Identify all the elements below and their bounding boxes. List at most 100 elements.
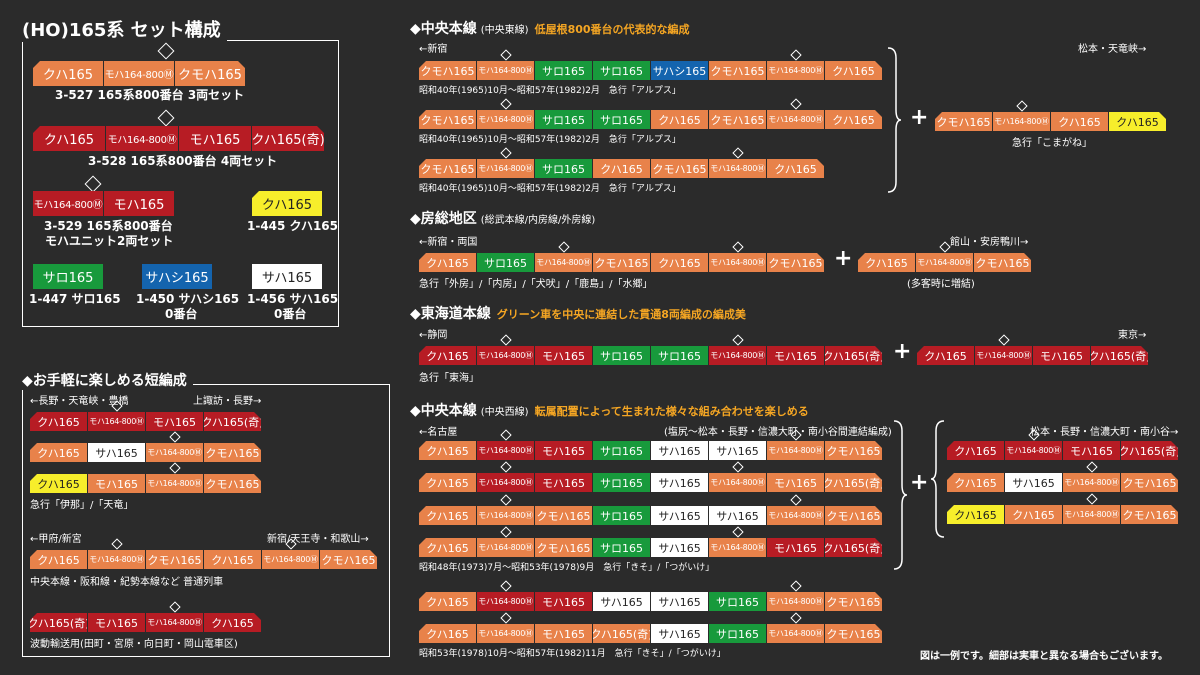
train-car: モハ165 [179, 126, 251, 151]
set-title: (HO)165系 セット構成 [22, 16, 227, 42]
power-car-marker-icon [1015, 100, 1028, 112]
set-1-445-caption: 1-445 クハ165 [247, 219, 339, 233]
train-car: クハ165 [419, 253, 476, 272]
train-car: クモハ165 [767, 253, 824, 272]
train-car: モハ164-800Ⓜ [709, 253, 766, 272]
tokaido-dir-left: ←静岡 [419, 330, 448, 341]
train-car: モハ165 [535, 346, 592, 365]
train-car: クモハ165 [825, 441, 882, 460]
train-car: モハ165 [88, 613, 145, 632]
boso-dir-left: ←新宿・両国 [419, 237, 478, 248]
train-car: モハ165 [767, 346, 824, 365]
train-car: クハ165 [30, 550, 87, 569]
train-car: モハ164-800Ⓜ [477, 61, 534, 80]
power-car-marker-icon [789, 580, 802, 592]
train-car: モハ164-800Ⓜ [106, 126, 178, 151]
power-car-marker-icon [499, 494, 512, 506]
train-car: モハ164-800Ⓜ [993, 112, 1050, 131]
train-car: モハ164-800Ⓜ [477, 592, 534, 611]
train-car: サハ165 [651, 624, 708, 643]
power-car-marker-icon [789, 98, 802, 110]
train-car: クモハ165 [535, 538, 592, 557]
chuo-east-caption-2: 昭和40年(1965)10月～昭和57年(1982)2月 急行「アルプス」 [419, 135, 681, 145]
train-car: クハ165 [1051, 112, 1108, 131]
chuo-west-brace-right [930, 420, 945, 538]
train-car: クハ165 [33, 126, 105, 151]
train-car: モハ165 [535, 624, 592, 643]
train-car: クモハ165 [1121, 505, 1178, 524]
train-car: クハ165 [419, 346, 476, 365]
chuo-west-header: ◆中央本線(中央西線)転属配置によって生まれた様々な組み合わせを楽しめる [410, 400, 809, 420]
train-car: モハ165 [535, 592, 592, 611]
train-car: モハ165 [88, 474, 145, 493]
set-1-450-caption-1: 1-450 サハシ165 [136, 292, 240, 306]
tokaido-plus: + [893, 339, 912, 364]
train-car: モハ165 [767, 538, 824, 557]
train-car: モハ165 [1033, 346, 1090, 365]
train-car: モハ164-800Ⓜ [88, 412, 145, 431]
short-title: ◆お手軽に楽しめる短編成 [22, 370, 193, 390]
train-car: モハ165 [146, 412, 203, 431]
power-car-marker-icon [938, 241, 951, 253]
train-car: クハ165(奇) [1121, 441, 1178, 460]
train-car: モハ165 [535, 441, 592, 460]
train-car: クハ165 [825, 61, 882, 80]
power-car-marker-icon [731, 334, 744, 346]
train-car: クハ165(奇) [252, 126, 324, 151]
boso-add-caption: (多客時に増結) [907, 279, 975, 290]
chuo-west-caption-2: 昭和53年(1978)10月～昭和57年(1982)11月 急行「きそ」/「つが… [419, 649, 726, 659]
train-car: クハ165 [419, 592, 476, 611]
train-car: モハ164-800Ⓜ [1063, 473, 1120, 492]
train-car: クハ165 [858, 253, 915, 272]
power-car-marker-icon [731, 526, 744, 538]
train-car: モハ164-800Ⓜ [477, 441, 534, 460]
train-car: モハ164-800Ⓜ [104, 61, 174, 86]
train-car: クハ165 [30, 443, 87, 462]
power-car-marker-icon [731, 241, 744, 253]
chuo-west-dir-mid: (塩尻～松本・長野・信濃大町・南小谷間連結編成) [664, 427, 892, 438]
train-car: クハ165(奇) [1091, 346, 1148, 365]
train-car: サハ165 [651, 538, 708, 557]
train-car: サロ165 [593, 61, 650, 80]
short-dir1-right: 上諏訪・長野→ [193, 396, 262, 407]
set-1-447-caption: 1-447 サロ165 [29, 292, 121, 306]
train-car: クハ165 [825, 110, 882, 129]
power-car-marker-icon [789, 612, 802, 624]
power-car-marker-icon [499, 334, 512, 346]
chuo-east-sub: (中央東線) [480, 25, 529, 36]
boso-plus: + [834, 246, 853, 271]
train-car: サハシ165 [651, 61, 708, 80]
chuo-east-note: 低屋根800番台の代表的な編成 [534, 23, 690, 36]
train-car: モハ164-800Ⓜ [477, 346, 534, 365]
train-car: クハ165 [419, 441, 476, 460]
train-car: モハ164-800Ⓜ [1063, 505, 1120, 524]
train-car: サロ165 [593, 346, 650, 365]
train-car: クハ165(奇) [204, 412, 261, 431]
power-car-marker-icon [731, 147, 744, 159]
train-car: モハ165 [104, 191, 174, 216]
train-car: クモハ165 [204, 443, 261, 462]
train-car: モハ164-800Ⓜ [146, 474, 203, 493]
tokaido-header: ◆東海道本線グリーン車を中央に連結した貫通8両編成の編成美 [410, 303, 746, 323]
chuo-west-plus: + [910, 470, 929, 495]
train-car: クモハ165 [204, 474, 261, 493]
boso-sub: (総武本線/内房線/外房線) [480, 215, 596, 226]
train-car: モハ164-800Ⓜ [709, 473, 766, 492]
train-car: モハ165 [535, 473, 592, 492]
train-car: モハ164-800Ⓜ [767, 61, 824, 80]
train-car: モハ164-800Ⓜ [767, 110, 824, 129]
set-3-527-caption: 3-527 165系800番台 3両セット [55, 88, 245, 102]
train-car: モハ164-800Ⓜ [33, 191, 103, 216]
train-car: モハ164-800Ⓜ [767, 441, 824, 460]
chuo-east-dir-right: 松本・天竜峡→ [1078, 44, 1147, 55]
power-car-marker-icon [499, 612, 512, 624]
train-car: モハ164-800Ⓜ [709, 159, 766, 178]
train-car: クハ165 [252, 191, 322, 216]
set-1-456-caption-1: 1-456 サハ165 [247, 292, 339, 306]
train-car: クハ165 [651, 253, 708, 272]
short-dir1-left: ←長野・天竜峡・豊橋 [30, 396, 129, 407]
tokaido-title: ◆東海道本線 [410, 306, 491, 322]
train-car: サロ165 [535, 61, 592, 80]
train-car: モハ164-800Ⓜ [477, 624, 534, 643]
chuo-west-sub: (中央西線) [480, 407, 529, 418]
